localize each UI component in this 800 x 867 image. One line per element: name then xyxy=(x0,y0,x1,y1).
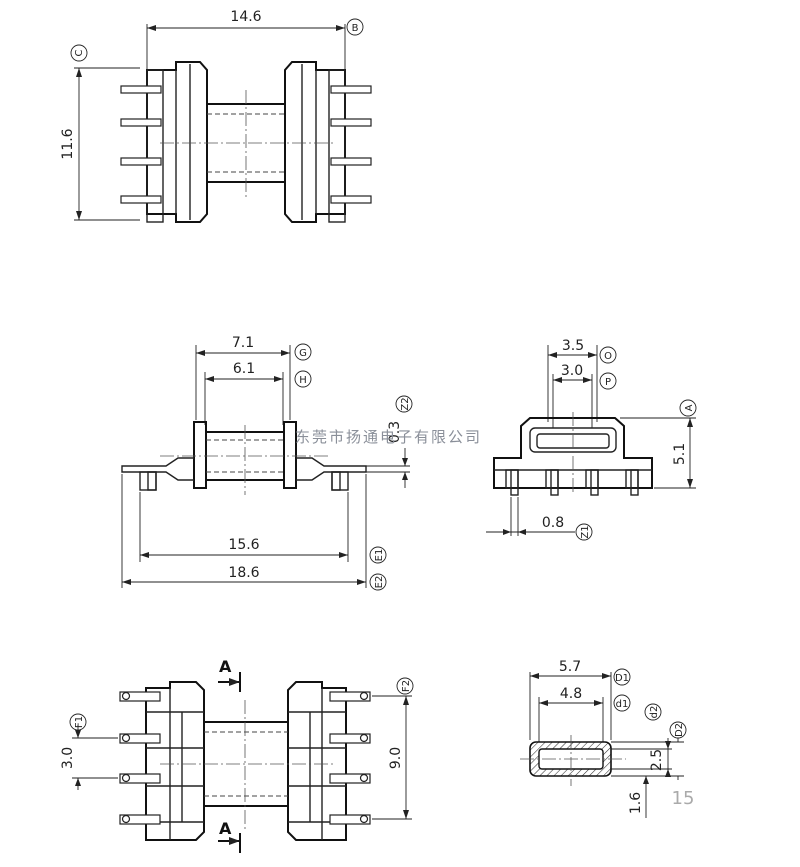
top-height-value: 11.6 xyxy=(60,128,76,159)
top-width-tag: B xyxy=(352,23,359,34)
section-d2-lower-tag: d2 xyxy=(649,706,660,719)
section-d1-upper-value: 5.7 xyxy=(559,659,581,675)
section-d1-lower-tag: d1 xyxy=(616,699,629,710)
side-e2-tag: E2 xyxy=(374,576,385,589)
side-e1-tag: E1 xyxy=(374,549,385,562)
watermark: 东莞市扬通电子有限公司 xyxy=(295,428,482,446)
bottom-f1-value: 3.0 xyxy=(60,747,76,769)
section-d1-lower-value: 4.8 xyxy=(560,686,582,702)
section-wall-value: 1.6 xyxy=(628,792,644,814)
end-p-tag: P xyxy=(605,377,611,388)
end-z1-tag: Z1 xyxy=(580,525,591,538)
end-a-tag: A xyxy=(684,404,695,411)
side-e2-value: 18.6 xyxy=(228,565,259,581)
section-d1-upper-tag: D1 xyxy=(615,673,629,684)
section-view: 5.7 D1 4.8 d1 d2 D2 2.5 xyxy=(520,659,687,818)
page-number: 15 xyxy=(672,788,695,809)
section-d2-upper-tag: D2 xyxy=(674,723,685,737)
section-mark-bottom: A xyxy=(219,819,232,838)
side-z2-value: 0.3 xyxy=(387,421,403,443)
side-g-tag: G xyxy=(299,348,307,359)
side-e1-value: 15.6 xyxy=(228,537,259,553)
side-h-value: 6.1 xyxy=(233,361,255,377)
bottom-view: A A xyxy=(60,657,414,853)
side-z2-tag: Z2 xyxy=(400,397,411,410)
top-view: 14.6 B 11.6 C xyxy=(60,9,372,223)
side-view: 7.1 G 6.1 H 0.3 xyxy=(121,335,413,591)
bottom-f1-tag: F1 xyxy=(74,716,85,728)
bottom-f2-tag: F2 xyxy=(401,680,412,692)
end-z1-value: 0.8 xyxy=(542,515,564,531)
end-a-value: 5.1 xyxy=(672,443,688,465)
side-g-value: 7.1 xyxy=(232,335,254,351)
section-mark-top: A xyxy=(219,657,232,676)
top-height-tag: C xyxy=(74,49,85,56)
end-o-tag: O xyxy=(604,351,612,362)
end-o-value: 3.5 xyxy=(562,338,584,354)
side-h-tag: H xyxy=(299,375,307,386)
end-view: 3.5 O 3.0 P 5.1 A xyxy=(486,338,697,541)
top-width-value: 14.6 xyxy=(230,9,261,25)
section-d2-value: 2.5 xyxy=(649,749,665,771)
end-p-value: 3.0 xyxy=(561,363,583,379)
bottom-f2-value: 9.0 xyxy=(388,747,404,769)
